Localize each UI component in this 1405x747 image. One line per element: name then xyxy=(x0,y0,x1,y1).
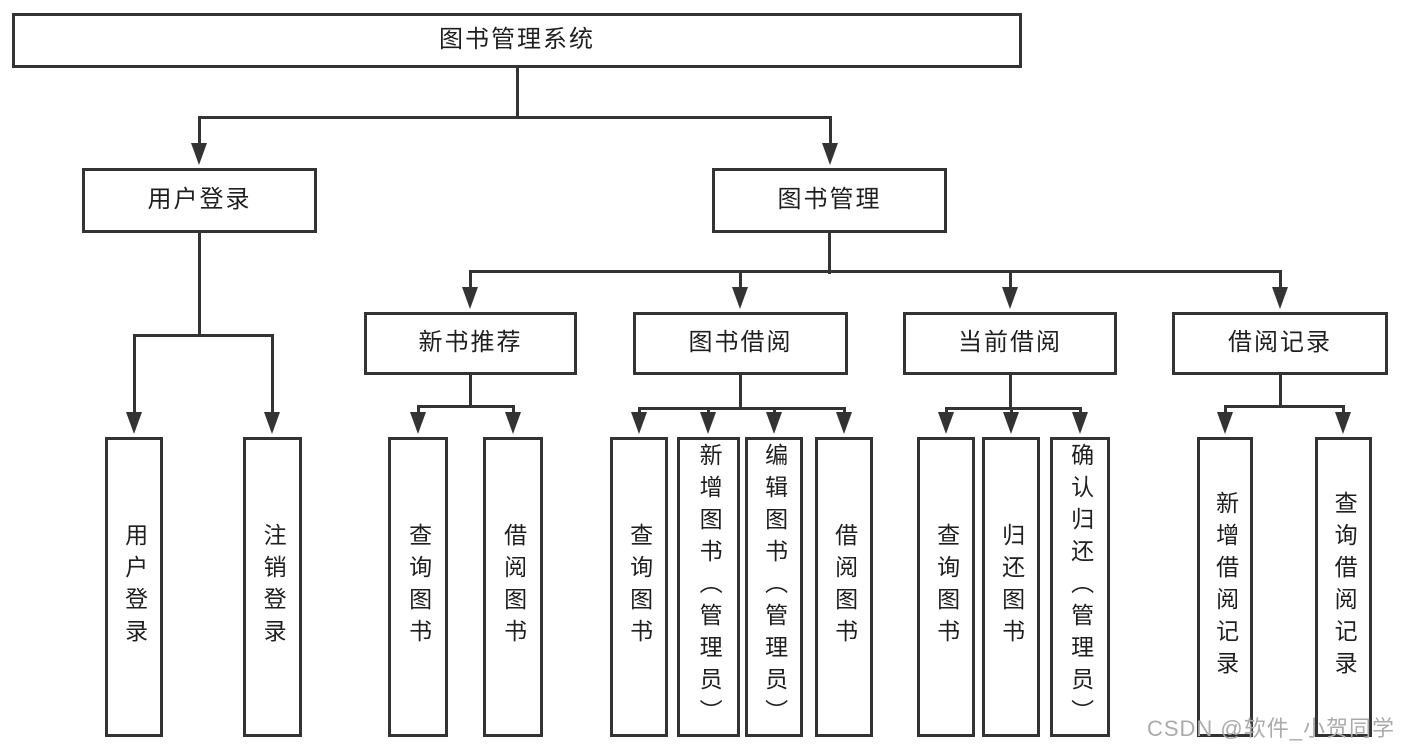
leaf-edit-book-admin-label: 编辑图书（管理员） xyxy=(761,443,788,731)
leaf-add-borrow-record-label: 新增借阅记录 xyxy=(1212,491,1239,683)
arrow-down-icon xyxy=(1335,412,1351,434)
node-borrow-records: 借阅记录 xyxy=(1172,312,1388,375)
connector-hline xyxy=(1223,404,1345,408)
arrow-down-icon xyxy=(836,412,852,434)
leaf-logout-label: 注销登录 xyxy=(260,523,287,651)
arrow-down-icon xyxy=(732,287,748,309)
leaf-logout: 注销登录 xyxy=(243,437,302,737)
connector-vline xyxy=(1008,375,1012,410)
node-book-borrow: 图书借阅 xyxy=(633,312,848,375)
node-book-borrow-label: 图书借阅 xyxy=(688,329,793,357)
node-user-login-label: 用户登录 xyxy=(147,186,252,214)
arrow-down-icon xyxy=(631,412,647,434)
leaf-query-book-recommend: 查询图书 xyxy=(388,437,448,737)
connector-arrow-shaft xyxy=(944,408,948,413)
connector-vline xyxy=(468,375,472,408)
arrow-down-icon xyxy=(1002,287,1018,309)
connector-hline xyxy=(197,115,832,119)
connector-hline xyxy=(132,333,274,337)
connector-hline xyxy=(944,406,1082,410)
connector-vline xyxy=(738,375,742,410)
connector-arrow-shaft xyxy=(772,408,776,413)
arrow-down-icon xyxy=(410,412,426,434)
arrow-down-icon xyxy=(1003,412,1019,434)
arrow-down-icon xyxy=(766,412,782,434)
arrow-down-icon xyxy=(1072,412,1088,434)
leaf-query-borrow-record-label: 查询借阅记录 xyxy=(1331,491,1358,683)
node-current-borrow-label: 当前借阅 xyxy=(958,329,1062,357)
connector-arrow-shaft xyxy=(738,271,742,288)
arrow-down-icon xyxy=(1272,287,1288,309)
leaf-borrow-book-recommend: 借阅图书 xyxy=(483,437,543,737)
leaf-confirm-return-admin-label: 确认归还（管理员） xyxy=(1067,443,1094,731)
node-book-management-label: 图书管理 xyxy=(777,186,882,214)
connector-vline xyxy=(1278,375,1282,408)
leaf-user-login-label: 用户登录 xyxy=(121,523,148,651)
connector-vline xyxy=(197,233,201,336)
leaf-edit-book-admin: 编辑图书（管理员） xyxy=(745,437,803,737)
node-borrow-records-label: 借阅记录 xyxy=(1228,329,1332,357)
connector-hline xyxy=(637,406,846,410)
leaf-confirm-return-admin: 确认归还（管理员） xyxy=(1050,437,1110,737)
connector-hline xyxy=(416,404,515,408)
leaf-return-book-label: 归还图书 xyxy=(998,523,1025,651)
node-book-management: 图书管理 xyxy=(712,168,947,233)
leaf-query-borrow-record: 查询借阅记录 xyxy=(1315,437,1372,737)
connector-arrow-shaft xyxy=(1009,408,1013,413)
connector-arrow-shaft xyxy=(637,408,641,413)
connector-arrow-shaft xyxy=(828,117,832,144)
leaf-query-book-recommend-label: 查询图书 xyxy=(405,523,432,651)
watermark: CSDN @软件_小贺同学 xyxy=(1146,716,1395,741)
arrow-down-icon xyxy=(1217,412,1233,434)
connector-arrow-shaft xyxy=(511,406,515,413)
connector-arrow-shaft xyxy=(1008,271,1012,288)
connector-arrow-shaft xyxy=(1278,271,1282,288)
arrow-down-icon xyxy=(938,412,954,434)
node-root: 图书管理系统 xyxy=(12,13,1022,68)
node-new-book-recommend: 新书推荐 xyxy=(364,312,577,375)
leaf-borrow-book: 借阅图书 xyxy=(815,437,873,737)
arrow-down-icon xyxy=(822,143,838,165)
arrow-down-icon xyxy=(700,412,716,434)
arrow-down-icon xyxy=(126,412,142,434)
connector-arrow-shaft xyxy=(197,117,201,144)
connector-arrow-shaft xyxy=(132,335,136,413)
connector-vline xyxy=(515,68,519,118)
leaf-query-book-current: 查询图书 xyxy=(917,437,975,737)
leaf-query-book-current-label: 查询图书 xyxy=(933,523,960,651)
leaf-query-book-borrow: 查询图书 xyxy=(610,437,668,737)
leaf-borrow-book-recommend-label: 借阅图书 xyxy=(500,523,527,651)
connector-hline xyxy=(468,269,1282,273)
leaf-return-book: 归还图书 xyxy=(982,437,1040,737)
connector-arrow-shaft xyxy=(270,335,274,413)
node-current-borrow: 当前借阅 xyxy=(903,312,1117,375)
leaf-user-login: 用户登录 xyxy=(105,437,163,737)
connector-arrow-shaft xyxy=(706,408,710,413)
arrow-down-icon xyxy=(264,412,280,434)
node-user-login: 用户登录 xyxy=(82,168,317,233)
leaf-add-book-admin-label: 新增图书（管理员） xyxy=(696,443,723,731)
arrow-down-icon xyxy=(191,143,207,165)
leaf-borrow-book-label: 借阅图书 xyxy=(831,523,858,651)
connector-vline xyxy=(827,233,831,274)
leaf-add-book-admin: 新增图书（管理员） xyxy=(677,437,740,737)
node-root-label: 图书管理系统 xyxy=(439,26,595,54)
connector-arrow-shaft xyxy=(1078,408,1082,413)
connector-arrow-shaft xyxy=(842,408,846,413)
arrow-down-icon xyxy=(462,287,478,309)
arrow-down-icon xyxy=(505,412,521,434)
leaf-query-book-borrow-label: 查询图书 xyxy=(626,523,653,651)
connector-arrow-shaft xyxy=(1341,406,1345,413)
connector-arrow-shaft xyxy=(468,271,472,288)
connector-arrow-shaft xyxy=(416,406,420,413)
leaf-add-borrow-record: 新增借阅记录 xyxy=(1197,437,1253,737)
connector-arrow-shaft xyxy=(1223,406,1227,413)
node-new-book-recommend-label: 新书推荐 xyxy=(418,329,523,357)
